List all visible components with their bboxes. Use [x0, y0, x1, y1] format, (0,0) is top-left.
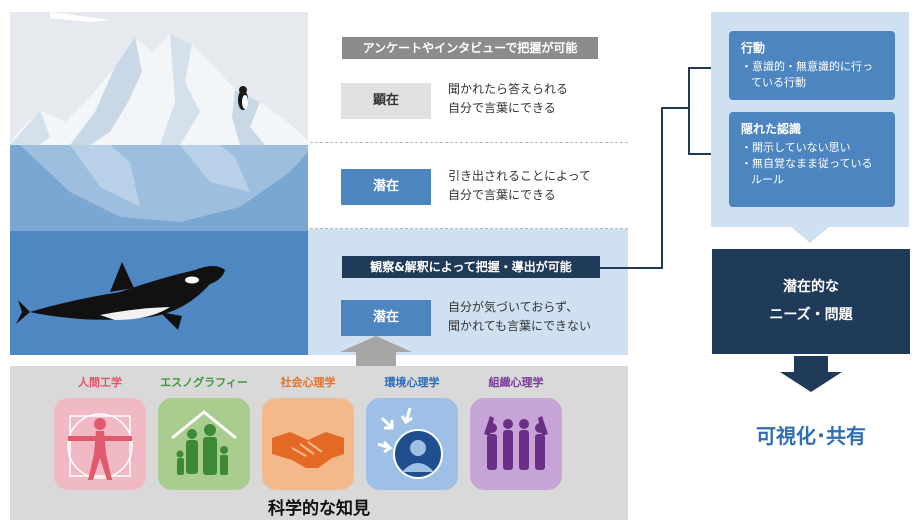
pointer-down-icon: [791, 227, 829, 243]
behavior-item: ・意識的・無意識的に行っている行動: [741, 60, 873, 89]
needs-line-2: ニーズ・問題: [769, 307, 853, 323]
needs-line-1: 潜在的な: [783, 279, 839, 295]
divider-deep: [310, 228, 628, 229]
family-icon: [158, 398, 250, 490]
group-icon: [470, 398, 562, 490]
description-line: 自分で言葉にできる: [448, 101, 556, 115]
description-line: 自分で言葉にできる: [448, 188, 556, 202]
latent-tag-1: 潜在: [341, 169, 431, 205]
field-label-social-psychology: 社会心理学: [280, 376, 336, 389]
orca-icon: [16, 262, 225, 330]
environmental-psychology-tile: [366, 398, 458, 490]
organizational-psychology-tile: [470, 398, 562, 490]
up-arrow-icon: [340, 336, 412, 368]
description-line: 自分が気づいておらず、: [448, 300, 579, 314]
penguin-icon: [238, 86, 248, 110]
person-environment-icon: [366, 398, 458, 490]
ethnography-tile: [158, 398, 250, 490]
latent-tag-2: 潜在: [341, 300, 431, 336]
scientific-knowledge-label: 科学的な知見: [268, 499, 370, 519]
latent-description-2: 自分が気づいておらず、 聞かれても言葉にできない: [448, 298, 623, 336]
survey-header: アンケートやインタビューで把握が可能: [342, 37, 598, 59]
latent-needs-box: 潜在的な ニーズ・問題: [712, 249, 910, 354]
observation-header: 観察&解釈によって把握・導出が可能: [342, 256, 600, 278]
ergonomics-tile: [54, 398, 146, 490]
handshake-icon: [262, 398, 354, 490]
hidden-perception-card: 隠れた認識 ・開示していない思い ・無自覚なまま従っているルール: [729, 112, 895, 207]
field-label-environmental-psychology: 環境心理学: [384, 376, 440, 389]
explicit-description: 聞かれたら答えられる 自分で言葉にできる: [448, 80, 623, 118]
field-label-organizational-psychology: 組織心理学: [488, 376, 544, 389]
down-arrow-icon: [780, 356, 842, 392]
vitruvian-man-icon: [54, 398, 146, 490]
social-psychology-tile: [262, 398, 354, 490]
behavior-card: 行動 ・意識的・無意識的に行っている行動: [729, 31, 895, 100]
hidden-perception-title: 隠れた認識: [741, 122, 802, 136]
latent-description-1: 引き出されることによって 自分で言葉にできる: [448, 167, 623, 205]
divider-waterline: [310, 142, 628, 143]
field-label-ergonomics: 人間工学: [78, 376, 122, 389]
hidden-perception-item: ・開示していない思い: [741, 141, 851, 154]
behavior-title: 行動: [741, 41, 766, 55]
description-line: 聞かれたら答えられる: [448, 82, 569, 96]
field-label-ethnography: エスノグラフィー: [160, 376, 248, 389]
visualize-share-label: 可視化･共有: [756, 424, 866, 448]
explicit-tag: 顕在: [341, 83, 431, 119]
hidden-perception-item: ・無自覚なまま従っているルール: [741, 157, 873, 186]
iceberg-svg: [10, 12, 308, 330]
description-line: 聞かれても言葉にできない: [448, 319, 592, 333]
description-line: 引き出されることによって: [448, 169, 592, 183]
iceberg-illustration: [10, 12, 308, 355]
